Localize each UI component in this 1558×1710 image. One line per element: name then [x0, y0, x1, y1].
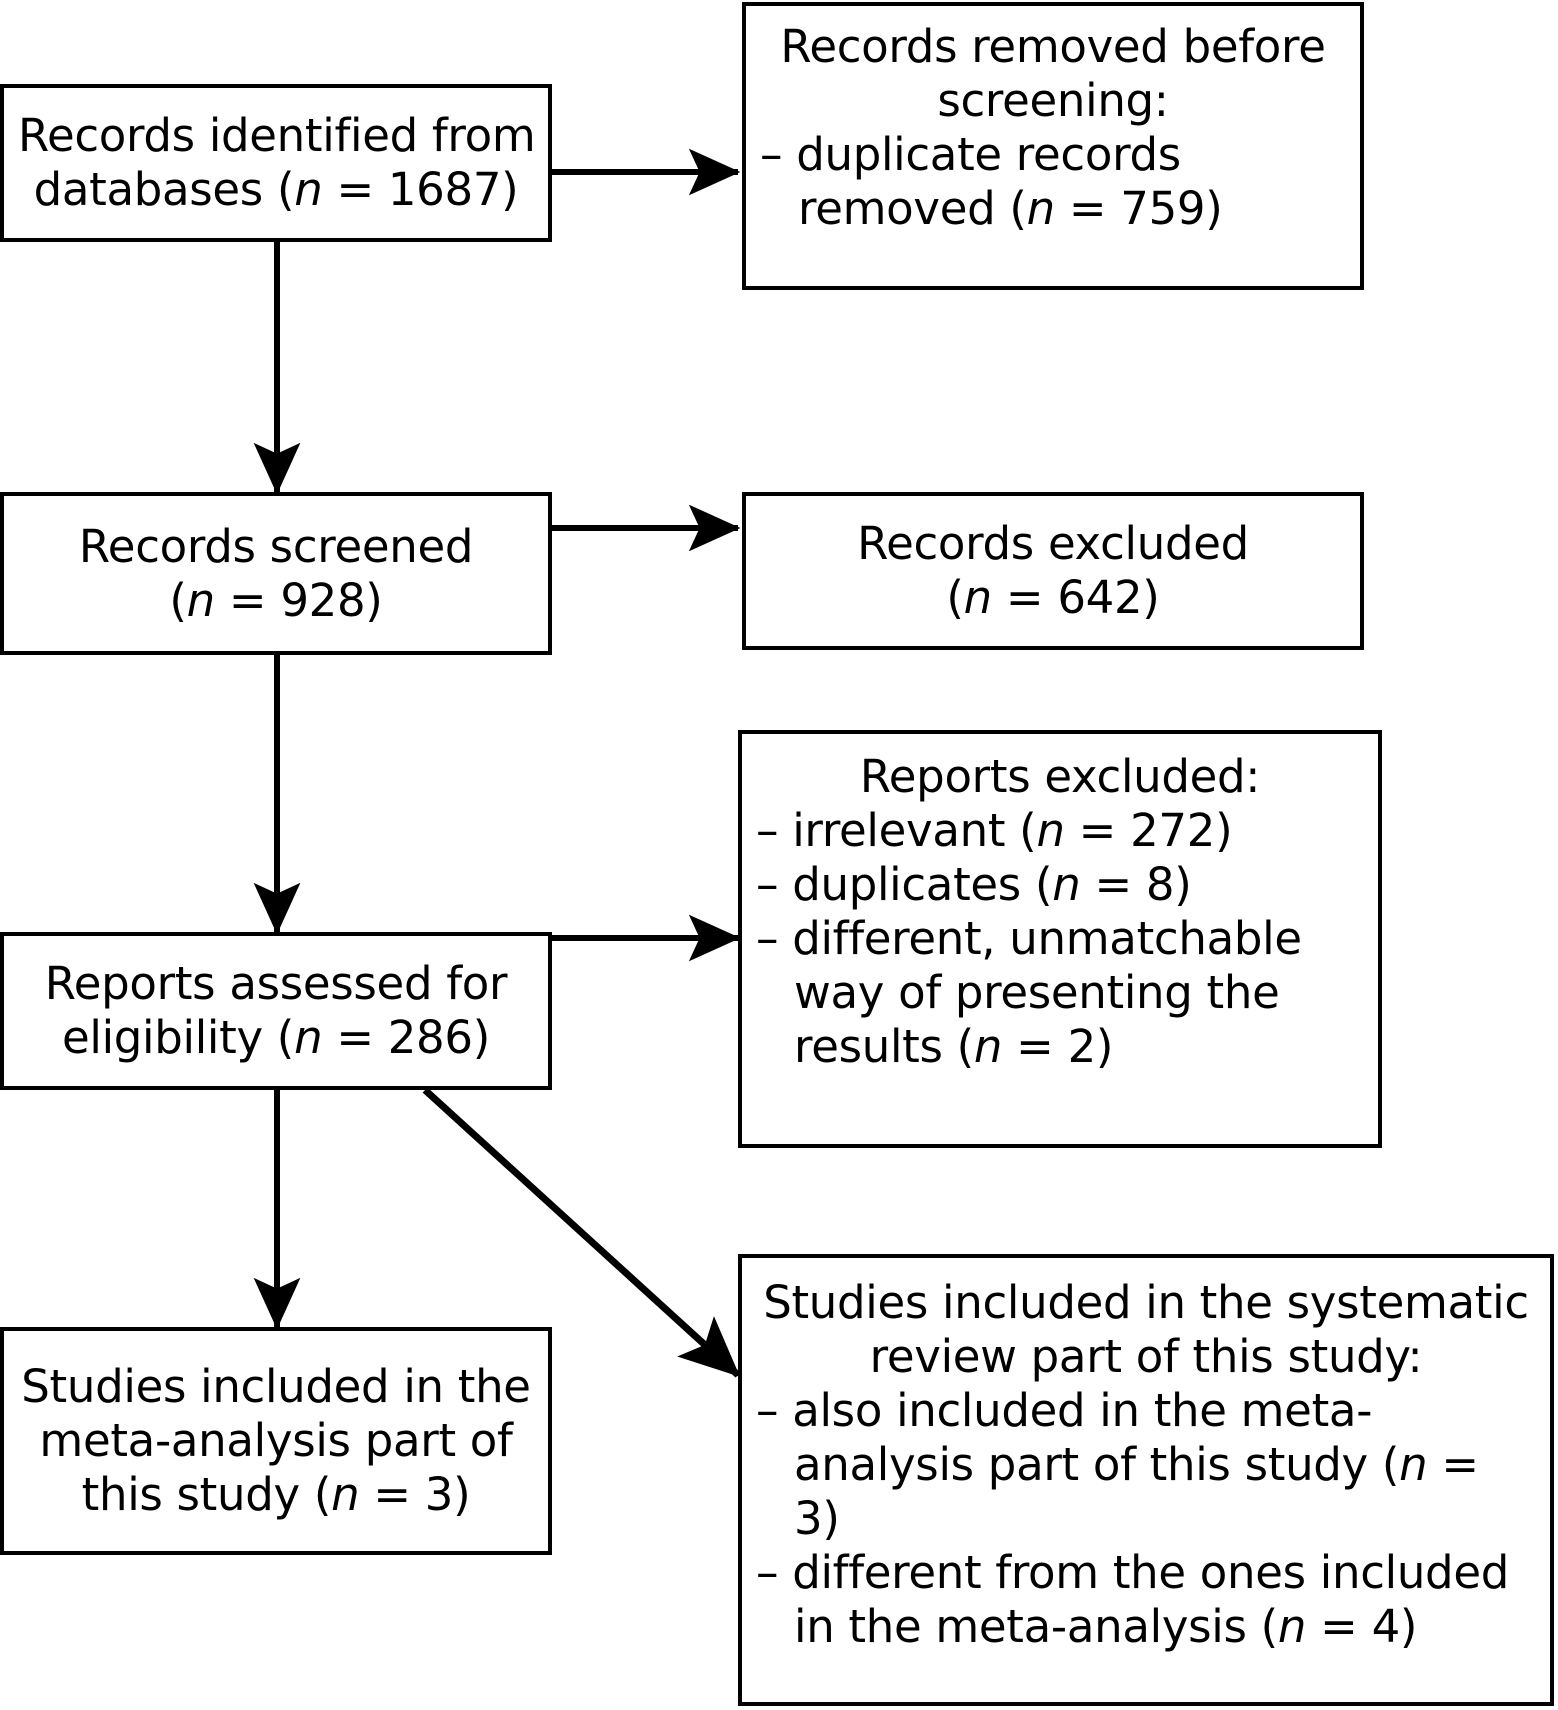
box-studies-included-systematic-review: Studies included in the systematic revie…	[738, 1254, 1554, 1706]
box-included-meta-line-3: this study (n = 3)	[81, 1468, 471, 1521]
box-reports-excluded-heading: Reports excluded:	[859, 750, 1261, 803]
box-records-identified-line-1: Records identified from	[18, 109, 536, 162]
box-included-meta-line-2: meta-analysis part of	[39, 1414, 513, 1467]
box-records-removed-line-2: screening:	[937, 74, 1169, 127]
box-included-meta-line-1: Studies included in the	[21, 1360, 531, 1413]
box-records-removed-line-1: Records removed before	[780, 20, 1326, 73]
box-records-identified: Records identified from databases (n = 1…	[0, 84, 552, 242]
box-records-excluded-line-2: (n = 642)	[946, 571, 1160, 624]
box-records-screened: Records screened (n = 928)	[0, 492, 552, 655]
box-records-excluded: Records excluded (n = 642)	[742, 492, 1364, 650]
box-records-removed-bullet-1: – duplicate records removed (n = 759)	[760, 128, 1223, 235]
box-reports-assessed-eligibility: Reports assessed for eligibility (n = 28…	[0, 932, 552, 1090]
box-records-screened-line-2: (n = 928)	[169, 573, 383, 627]
box-reports-excluded-bullet-3: – different, unmatchable way of presenti…	[756, 912, 1316, 1073]
box-included-systematic-heading-line-1: Studies included in the systematic	[763, 1276, 1529, 1329]
box-records-excluded-line-1: Records excluded	[857, 517, 1249, 570]
box-included-systematic-bullet-1: – also included in the meta-analysis par…	[756, 1384, 1493, 1545]
box-included-systematic-bullet-2: – different from the ones included in th…	[756, 1546, 1523, 1653]
box-records-identified-line-2: databases (n = 1687)	[33, 163, 519, 216]
box-studies-included-meta-analysis: Studies included in the meta-analysis pa…	[0, 1327, 552, 1555]
box-reports-excluded-bullet-2: – duplicates (n = 8)	[756, 858, 1192, 911]
box-reports-assessed-line-2: eligibility (n = 286)	[62, 1011, 490, 1064]
box-records-removed-before-screening: Records removed before screening: – dupl…	[742, 2, 1364, 290]
box-reports-assessed-line-1: Reports assessed for	[44, 957, 508, 1010]
box-reports-excluded-bullet-1: – irrelevant (n = 272)	[756, 804, 1233, 857]
box-reports-excluded: Reports excluded: – irrelevant (n = 272)…	[738, 730, 1382, 1148]
box-included-systematic-heading-line-2: review part of this study:	[869, 1330, 1423, 1383]
box-records-screened-line-1: Records screened	[78, 519, 474, 573]
